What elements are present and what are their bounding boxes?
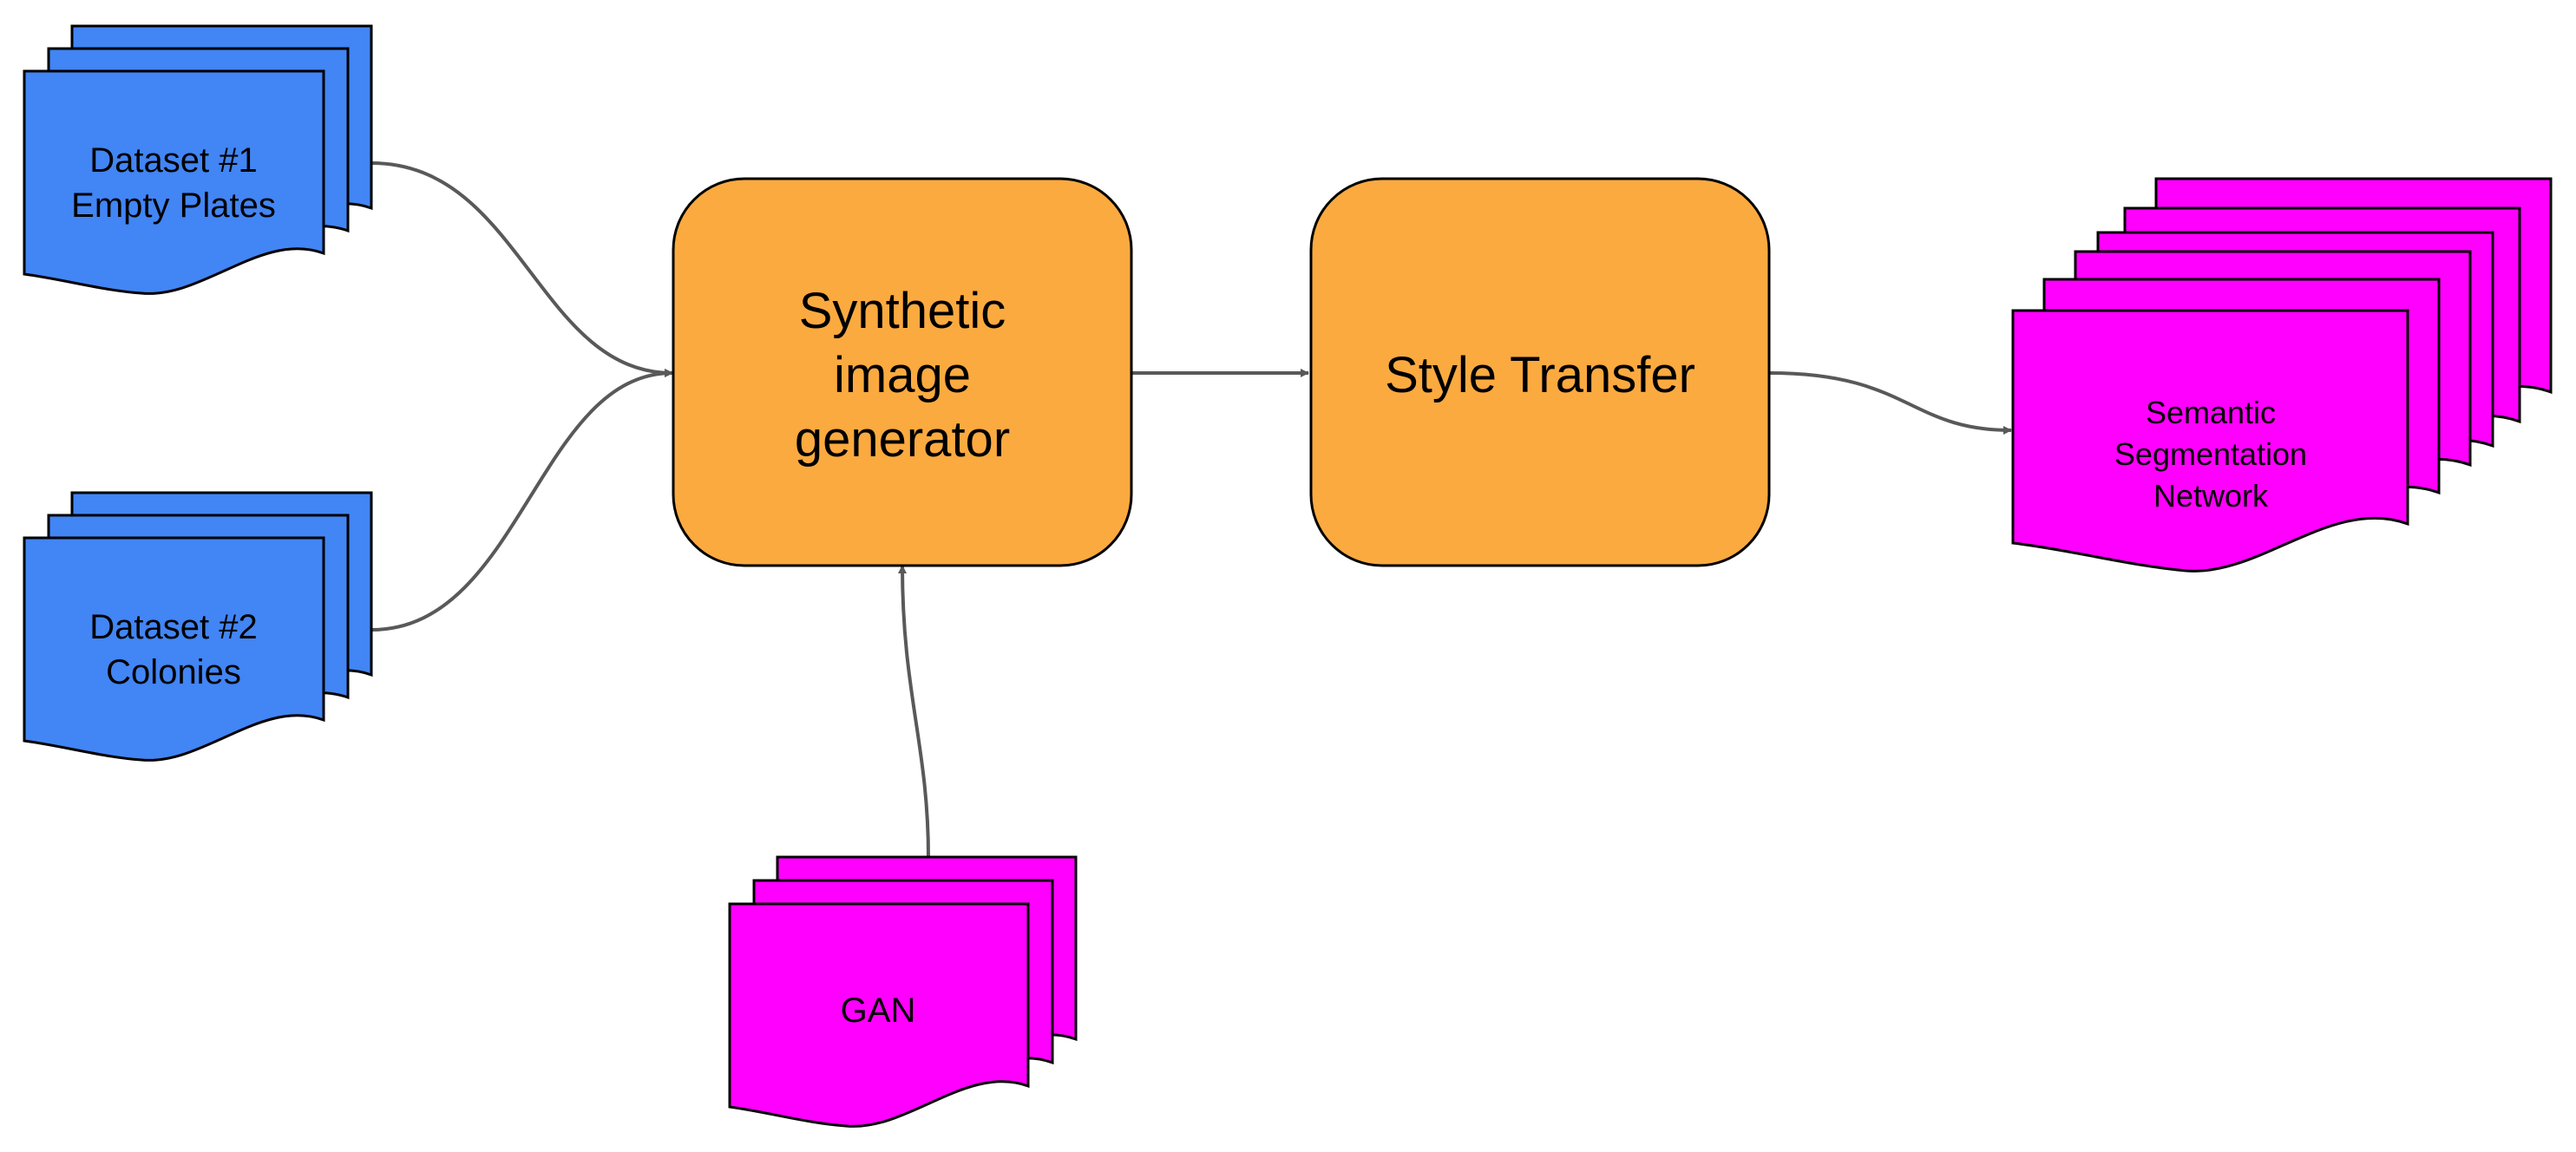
style-transfer-box — [1309, 177, 1771, 567]
edge-style-transfer-to-segmentation — [1769, 371, 2012, 435]
dataset2-node[interactable]: Dataset #2 Colonies — [23, 491, 373, 762]
style-transfer-label: Style Transfer — [1385, 347, 1695, 403]
synthetic-generator-box — [672, 177, 1133, 567]
synthetic-generator-label-line3: generator — [795, 411, 1010, 468]
segmentation-label-line2: Segmentation — [2114, 436, 2307, 472]
segmentation-label-line3: Network — [2153, 478, 2269, 514]
gan-node[interactable]: GAN — [728, 855, 1078, 1128]
synthetic-generator-label-line2: image — [834, 347, 971, 403]
style-transfer-node[interactable]: Style Transfer — [1309, 177, 1771, 567]
edge-gan-to-synthetic — [898, 565, 930, 858]
edge-dataset1-to-synthetic — [370, 161, 673, 377]
connectors — [370, 161, 2012, 858]
edge-dataset2-to-synthetic — [370, 369, 673, 632]
synthetic-generator-node[interactable]: Synthetic image generator — [672, 177, 1133, 567]
gan-label: GAN — [841, 992, 916, 1030]
segmentation-node[interactable]: Semantic Segmentation Network — [2011, 177, 2553, 573]
dataset1-node[interactable]: Dataset #1 Empty Plates — [23, 24, 373, 295]
dataset1-label-line2: Empty Plates — [71, 187, 276, 225]
dataset2-label-line1: Dataset #2 — [89, 608, 257, 646]
dataset2-label-line2: Colonies — [106, 653, 241, 691]
gan-sheet-front — [728, 902, 1030, 1128]
synthetic-generator-label-line1: Synthetic — [799, 283, 1006, 339]
dataset1-sheet-front — [23, 69, 325, 295]
dataset1-label-line1: Dataset #1 — [89, 141, 257, 180]
segmentation-sheet-front — [2011, 309, 2409, 573]
segmentation-label-line1: Semantic — [2146, 395, 2276, 430]
dataset2-sheet-front — [23, 536, 325, 762]
